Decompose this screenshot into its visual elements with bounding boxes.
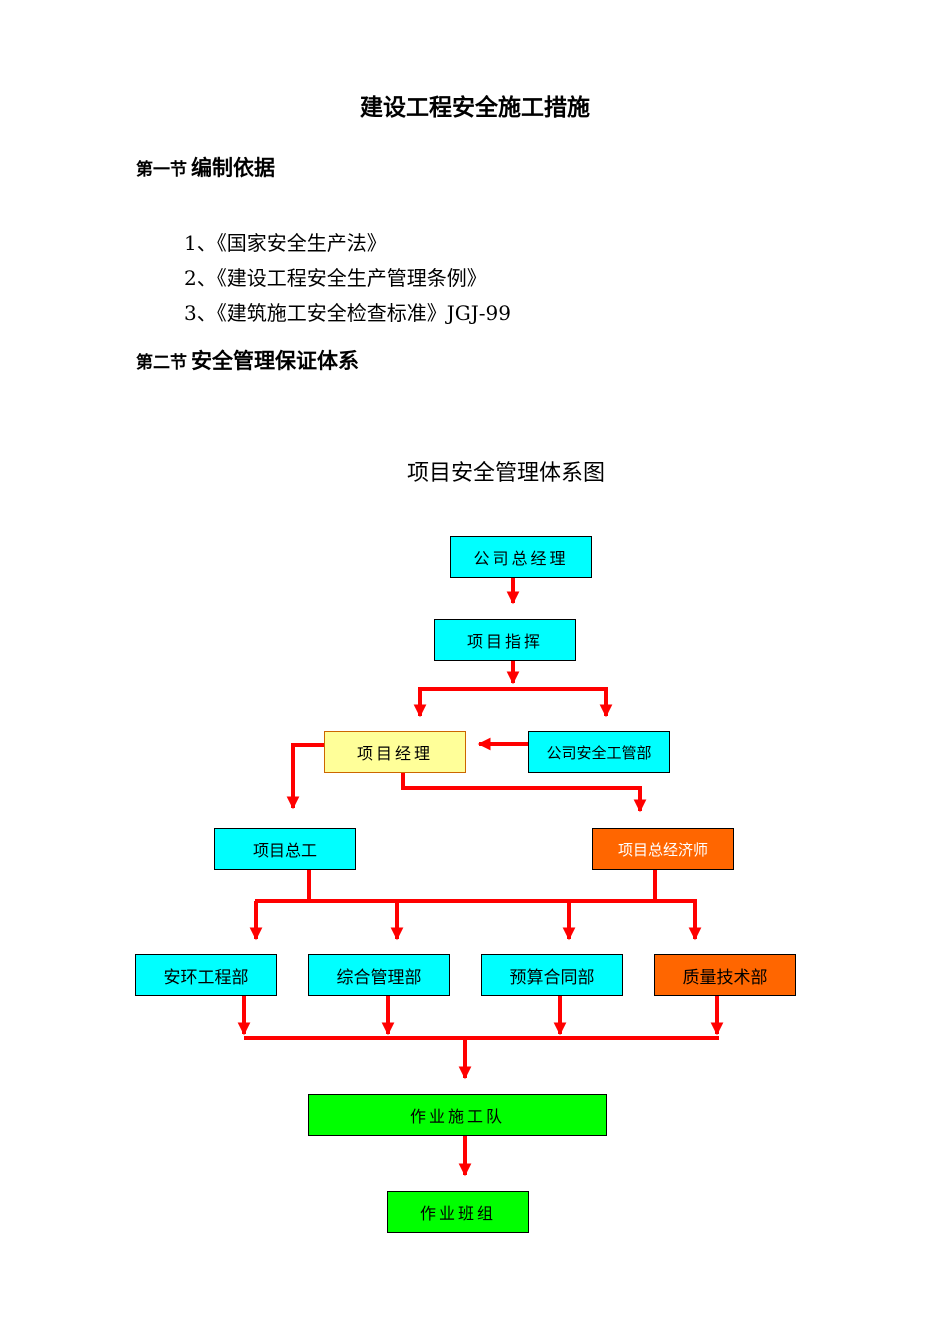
node-company-safety-dept: 公司安全工管部 xyxy=(528,731,670,773)
section-number: 第二节 xyxy=(136,353,187,373)
node-work-team: 作业施工队 xyxy=(308,1094,607,1136)
connector-pm-to-engineer xyxy=(286,743,324,810)
node-project-manager: 项目经理 xyxy=(324,731,466,773)
section-number: 第一节 xyxy=(136,160,187,180)
node-budget-contract: 预算合同部 xyxy=(481,954,623,996)
section-heading-1: 第一节编制依据 xyxy=(136,152,275,182)
basis-item: 1、《国家安全生产法》 xyxy=(184,231,387,255)
section-title: 安全管理保证体系 xyxy=(191,348,359,373)
node-project-command: 项目指挥 xyxy=(434,619,576,661)
section-title: 编制依据 xyxy=(191,155,275,180)
section-heading-2: 第二节安全管理保证体系 xyxy=(136,345,359,375)
node-company-gm: 公司总经理 xyxy=(450,536,592,578)
document-title: 建设工程安全施工措施 xyxy=(360,94,590,121)
node-env-engineering: 安环工程部 xyxy=(135,954,277,996)
node-chief-engineer: 项目总工 xyxy=(214,828,356,870)
node-general-management: 综合管理部 xyxy=(308,954,450,996)
node-quality-tech: 质量技术部 xyxy=(654,954,796,996)
connector-command-branch xyxy=(418,687,608,712)
diagram-title: 项目安全管理体系图 xyxy=(406,461,605,486)
basis-item: 2、《建设工程安全生产管理条例》 xyxy=(184,266,487,290)
node-chief-economist: 项目总经济师 xyxy=(592,828,734,870)
basis-item: 3、《建筑施工安全检查标准》JGJ-99 xyxy=(184,301,511,325)
connector-pm-to-economist xyxy=(401,773,647,813)
node-work-group: 作业班组 xyxy=(387,1191,529,1233)
